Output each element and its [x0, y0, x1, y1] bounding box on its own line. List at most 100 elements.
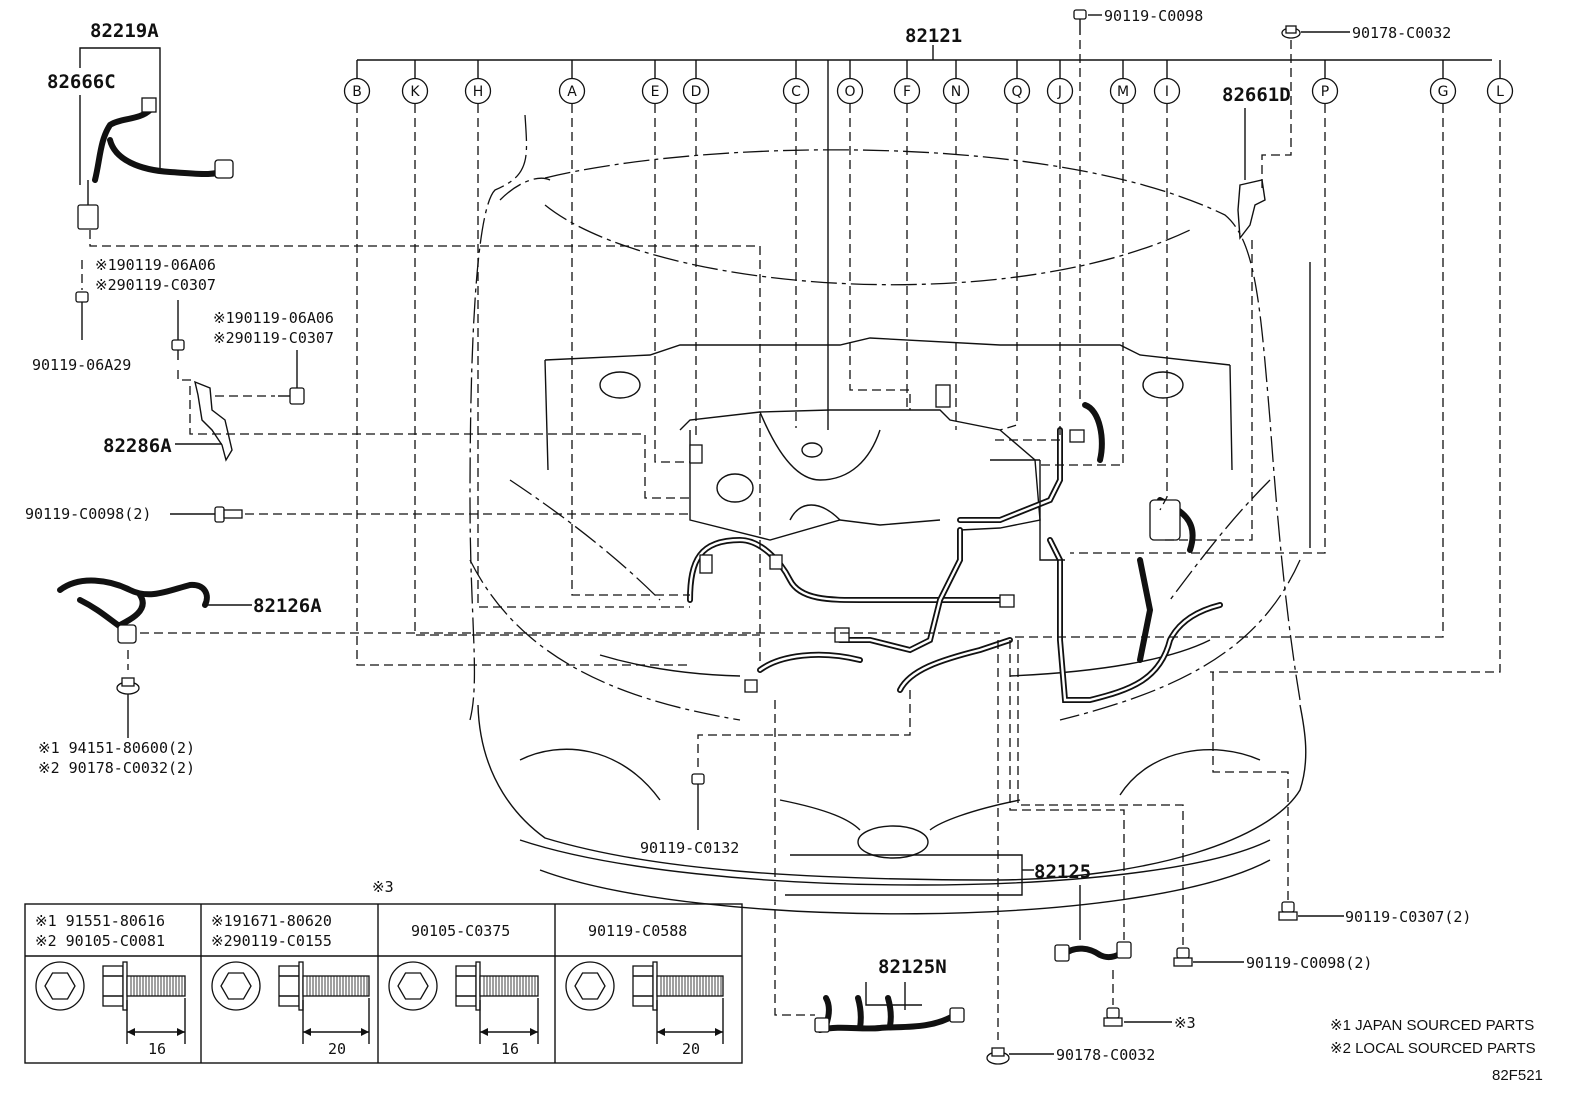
connector-letter: J [1057, 84, 1062, 100]
connector-l[interactable]: L [1486, 60, 1514, 105]
connector-letter: Q [1011, 84, 1022, 100]
bolt-b-label: 90119-C0098(2) [25, 505, 151, 523]
harness-82125[interactable]: 82125 [785, 640, 1132, 962]
fastener-table: ※3 ※1 91551-80616※2 90105-C008116※191671… [24, 878, 743, 1064]
harness-d-label: 82125 [1034, 861, 1091, 883]
harness-e-label: 82125N [878, 956, 947, 978]
bolt-90119-c0307-2[interactable]: 90119-C0307(2) [1212, 672, 1471, 926]
nut-bottom-label: 90178-C0032 [1056, 1046, 1155, 1064]
note2-line2: ※290119-C0307 [213, 329, 334, 347]
note1: ※190119-06A06 ※290119-C0307 [95, 256, 216, 294]
table-length: 20 [328, 1040, 346, 1058]
bolt-90119-c0132[interactable]: 90119-C0132 [640, 690, 911, 857]
main-harness-label: 82121 [905, 25, 962, 47]
top-bolt-right[interactable]: 90178-C0032 [1261, 24, 1451, 190]
legend-note1: ※1 JAPAN SOURCED PARTS [1330, 1017, 1534, 1034]
nut-90178-c0032-bottom[interactable]: 90178-C0032 [986, 640, 1155, 1065]
bolt-shank-icon [479, 975, 539, 997]
harness-82125n[interactable]: 82125N [774, 700, 965, 1033]
bolt-90119-c0098-2[interactable]: 90119-C0098(2) [25, 505, 690, 523]
connector-letter: O [844, 84, 855, 100]
connector-letter: G [1438, 84, 1449, 100]
bolt-head-icon [211, 961, 261, 1011]
harness-b-label: 82666C [47, 71, 116, 93]
connector-m[interactable]: M [1109, 60, 1137, 105]
table-column: ※191671-80620 ※290119-C0155 20 [211, 912, 370, 1058]
bolt-90119-06a29[interactable]: 90119-06A29 [32, 260, 131, 374]
top-bolt-right-label: 90178-C0032 [1352, 24, 1451, 42]
table-columns: ※1 91551-80616※2 90105-C008116※191671-80… [35, 912, 724, 1058]
connector-a[interactable]: A [558, 60, 586, 105]
table-length: 16 [501, 1040, 519, 1058]
connector-n[interactable]: N [942, 60, 970, 105]
connector-o[interactable]: O [836, 60, 864, 105]
connector-h[interactable]: H [464, 60, 492, 105]
connector-letter: P [1321, 84, 1329, 100]
table-part-line2: ※290119-C0155 [211, 932, 332, 950]
bolt-c-label: 90119-C0307(2) [1345, 908, 1471, 926]
connector-e[interactable]: E [641, 60, 669, 105]
bolt-e-label: ※3 [1174, 1014, 1196, 1032]
vehicle-body [469, 114, 1307, 915]
nut-line2: ※2 90178-C0032(2) [38, 759, 195, 777]
top-bolt-left-label: 90119-C0098 [1104, 7, 1203, 25]
bracket-right-label: 82661D [1222, 84, 1291, 106]
nut-line1: ※1 94151-80600(2) [38, 739, 195, 757]
connector-j[interactable]: J [1046, 60, 1074, 105]
harness-a-label: 82219A [90, 20, 159, 42]
connector-g[interactable]: G [1429, 60, 1457, 105]
connector-c[interactable]: C [782, 60, 810, 105]
main-harness-callout: 82121 [357, 25, 1492, 430]
connector-letter: N [951, 84, 961, 100]
table-column: 90105-C0375 16 [388, 922, 539, 1058]
connector-letter: D [691, 84, 702, 100]
engine-bay-harness [679, 384, 1223, 703]
connector-q[interactable]: Q [1003, 60, 1031, 105]
bolt-shank-icon [126, 975, 186, 997]
diagram-code: 82F521 [1492, 1067, 1543, 1084]
connector-letter: C [791, 84, 801, 100]
nut-left[interactable]: ※1 94151-80600(2) ※2 90178-C0032(2) [38, 677, 195, 777]
bolt-center-label: 90119-C0132 [640, 839, 739, 857]
harness-82219a[interactable]: 82219A 82666C [47, 20, 761, 665]
bolt-ref3[interactable]: ※3 [1103, 970, 1196, 1032]
connector-letter: H [473, 84, 484, 100]
connector-letter: I [1165, 84, 1169, 100]
connector-letter: K [410, 84, 420, 100]
connector-p[interactable]: P [1311, 60, 1339, 105]
connector-letter: A [567, 84, 577, 100]
table-length: 16 [148, 1040, 166, 1058]
table-ref: ※3 [372, 878, 394, 896]
top-bolt-left[interactable]: 90119-C0098 [1073, 7, 1203, 400]
note1-line1: ※190119-06A06 [95, 256, 216, 274]
table-part-line1: 90119-C0588 [588, 922, 687, 940]
connector-d[interactable]: D [682, 60, 710, 105]
connector-b[interactable]: B [343, 60, 371, 105]
table-part-line1: 90105-C0375 [411, 922, 510, 940]
connector-letter: M [1117, 84, 1129, 100]
connector-k[interactable]: K [401, 60, 429, 105]
bracket-82286a[interactable]: 82286A [103, 380, 690, 499]
bolt-shank-icon [302, 975, 370, 997]
legend-note2: ※2 LOCAL SOURCED PARTS [1330, 1040, 1536, 1057]
bolt-note-left[interactable] [171, 300, 192, 381]
bolt-90119-c0098-2-right[interactable]: 90119-C0098(2) [1017, 640, 1372, 972]
connector-letter: E [651, 84, 660, 100]
connector-letter: L [1496, 84, 1504, 100]
connector-i[interactable]: I [1153, 60, 1181, 105]
bolt-d-label: 90119-C0098(2) [1246, 954, 1372, 972]
bolt-a-label: 90119-06A29 [32, 356, 131, 374]
table-part-line2: ※2 90105-C0081 [35, 932, 165, 950]
connector-letter: F [903, 84, 911, 100]
note2: ※190119-06A06 ※290119-C0307 [213, 309, 334, 405]
harness-82126a[interactable]: 82126A [57, 577, 1000, 670]
bracket-82661d[interactable]: 82661D [1160, 84, 1311, 548]
connector-f[interactable]: F [893, 60, 921, 105]
note1-line2: ※290119-C0307 [95, 276, 216, 294]
table-part-line1: ※191671-80620 [211, 912, 332, 930]
connector-leaders [356, 104, 1501, 673]
legend: ※1 JAPAN SOURCED PARTS ※2 LOCAL SOURCED … [1330, 1017, 1543, 1084]
bracket-label: 82286A [103, 435, 172, 457]
